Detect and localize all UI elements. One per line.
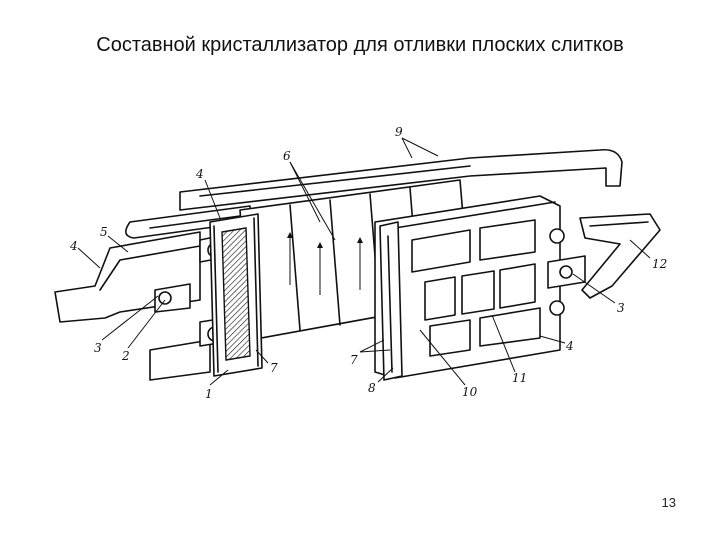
callout-1: 1 [205,387,213,401]
callout-labels: 1 2 3 3 4 4 4 5 6 7 7 8 9 10 11 12 [69,125,667,401]
callout-7-center: 7 [350,353,358,367]
callout-3-left: 3 [94,341,102,355]
callout-4-far-left: 4 [69,239,78,253]
right-bracket-and-bolts [547,213,661,316]
leader-lines [77,137,651,386]
slide-title: Составной кристаллизатор для отливки пло… [96,34,624,56]
callout-3-right: 3 [617,301,625,315]
callout-8: 8 [368,381,376,395]
callout-2: 2 [121,349,130,363]
callout-6: 6 [283,149,291,163]
callout-5: 5 [100,225,108,239]
callout-12: 12 [652,257,667,271]
callout-11: 11 [512,371,527,385]
callout-9: 9 [395,125,403,139]
callout-4-top: 4 [195,167,204,181]
top-cooling-pipes [125,148,623,239]
callout-4-right: 4 [565,339,574,353]
callout-7-left: 7 [270,361,278,375]
page-number: 13 [661,495,676,510]
left-narrow-wall [209,213,263,377]
right-frame-block [374,195,561,381]
callout-10: 10 [462,385,478,399]
